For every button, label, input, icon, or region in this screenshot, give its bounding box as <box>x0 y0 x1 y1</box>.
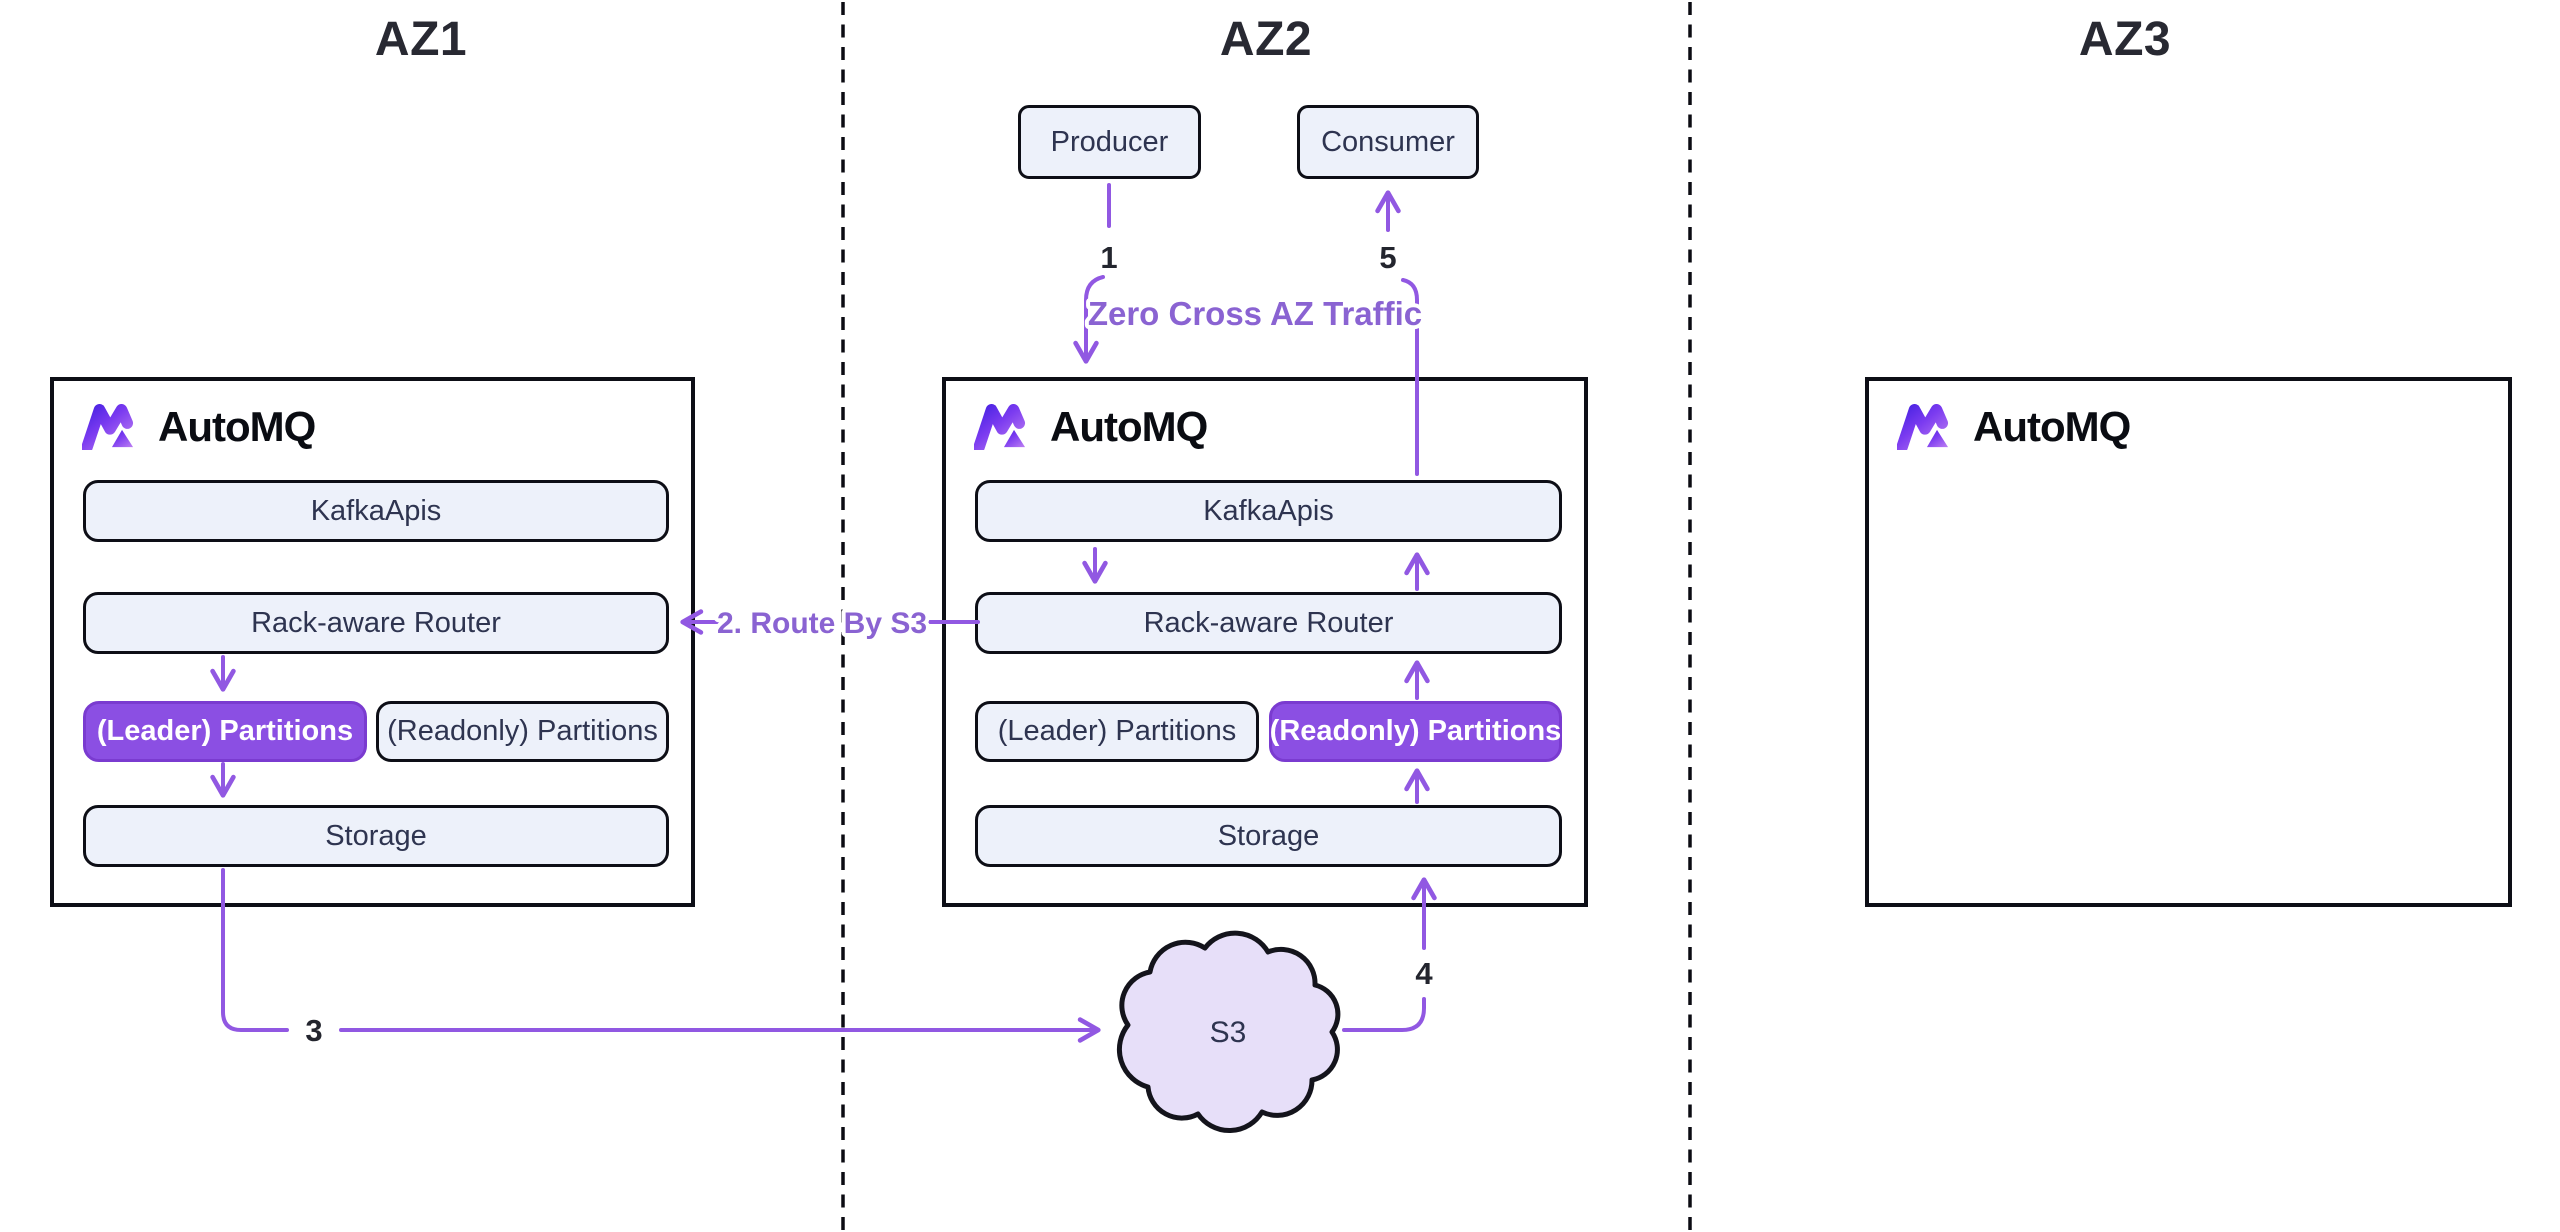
automq-wordmark: AutoMQ <box>158 403 316 450</box>
s3-cloud <box>1116 930 1341 1134</box>
edge-s3-to-storage-a <box>1342 997 1426 1032</box>
route-by-s3-label: 2. Route By S3 <box>717 607 927 640</box>
az2-kafka-apis-node: KafkaApis <box>975 480 1562 542</box>
zero-cross-az-traffic-label: Zero Cross AZ Traffic <box>1088 295 1422 332</box>
az2-kafka-apis-label: KafkaApis <box>1203 494 1334 527</box>
edge-4-label: 4 <box>1415 956 1433 991</box>
az1-readonly-partitions-label: (Readonly) Partitions <box>387 715 658 747</box>
az3-broker-box: AutoMQ <box>1865 377 2512 907</box>
edge-5-label: 5 <box>1379 240 1396 275</box>
az1-router-label: Rack-aware Router <box>251 606 501 639</box>
producer-node: Producer <box>1018 105 1201 179</box>
az2-leader-partitions-node: (Leader) Partitions <box>975 701 1259 762</box>
az1-rack-aware-router-node: Rack-aware Router <box>83 592 669 654</box>
az1-storage-node: Storage <box>83 805 669 867</box>
az2-automq-logo: AutoMQ <box>974 403 1208 451</box>
az1-readonly-partitions-node: (Readonly) Partitions <box>376 701 669 762</box>
az1-kafka-apis-node: KafkaApis <box>83 480 669 542</box>
edge-3-label: 3 <box>305 1013 322 1048</box>
az2-storage-node: Storage <box>975 805 1562 867</box>
az2-title: AZ2 <box>1219 13 1313 66</box>
az1-leader-partitions-node: (Leader) Partitions <box>83 701 367 762</box>
automq-logo-icon <box>82 404 134 450</box>
az1-leader-partitions-label: (Leader) Partitions <box>96 715 354 747</box>
consumer-label: Consumer <box>1321 125 1455 158</box>
az1-storage-label: Storage <box>325 819 427 852</box>
producer-label: Producer <box>1050 125 1169 158</box>
automq-logo-icon <box>1897 404 1949 450</box>
edge-producer-to-az2 <box>1073 275 1105 364</box>
az2-router-label: Rack-aware Router <box>1143 606 1394 639</box>
az1-title: AZ1 <box>374 13 468 66</box>
az3-title: AZ3 <box>2078 13 2172 66</box>
consumer-node: Consumer <box>1297 105 1479 179</box>
s3-cloud-label: S3 <box>1210 1016 1247 1049</box>
az2-readonly-partitions-label: (Readonly) Partitions <box>1269 715 1562 747</box>
automq-wordmark: AutoMQ <box>1050 403 1208 450</box>
az2-rack-aware-router-node: Rack-aware Router <box>975 592 1562 654</box>
az2-storage-label: Storage <box>1217 819 1320 852</box>
az2-readonly-partitions-node: (Readonly) Partitions <box>1269 701 1562 762</box>
az1-kafka-apis-label: KafkaApis <box>310 494 442 527</box>
automq-logo-icon <box>974 404 1026 450</box>
az1-automq-logo: AutoMQ <box>82 403 316 451</box>
az1-broker-box: AutoMQ KafkaApis Rack-aware Router (Lead… <box>50 377 695 907</box>
automq-wordmark: AutoMQ <box>1973 403 2131 450</box>
edge-1-label: 1 <box>1100 240 1117 275</box>
az2-broker-box: AutoMQ KafkaApis Rack-aware Router (Lead… <box>942 377 1588 907</box>
az3-automq-logo: AutoMQ <box>1897 403 2131 451</box>
az2-leader-partitions-label: (Leader) Partitions <box>997 715 1237 747</box>
